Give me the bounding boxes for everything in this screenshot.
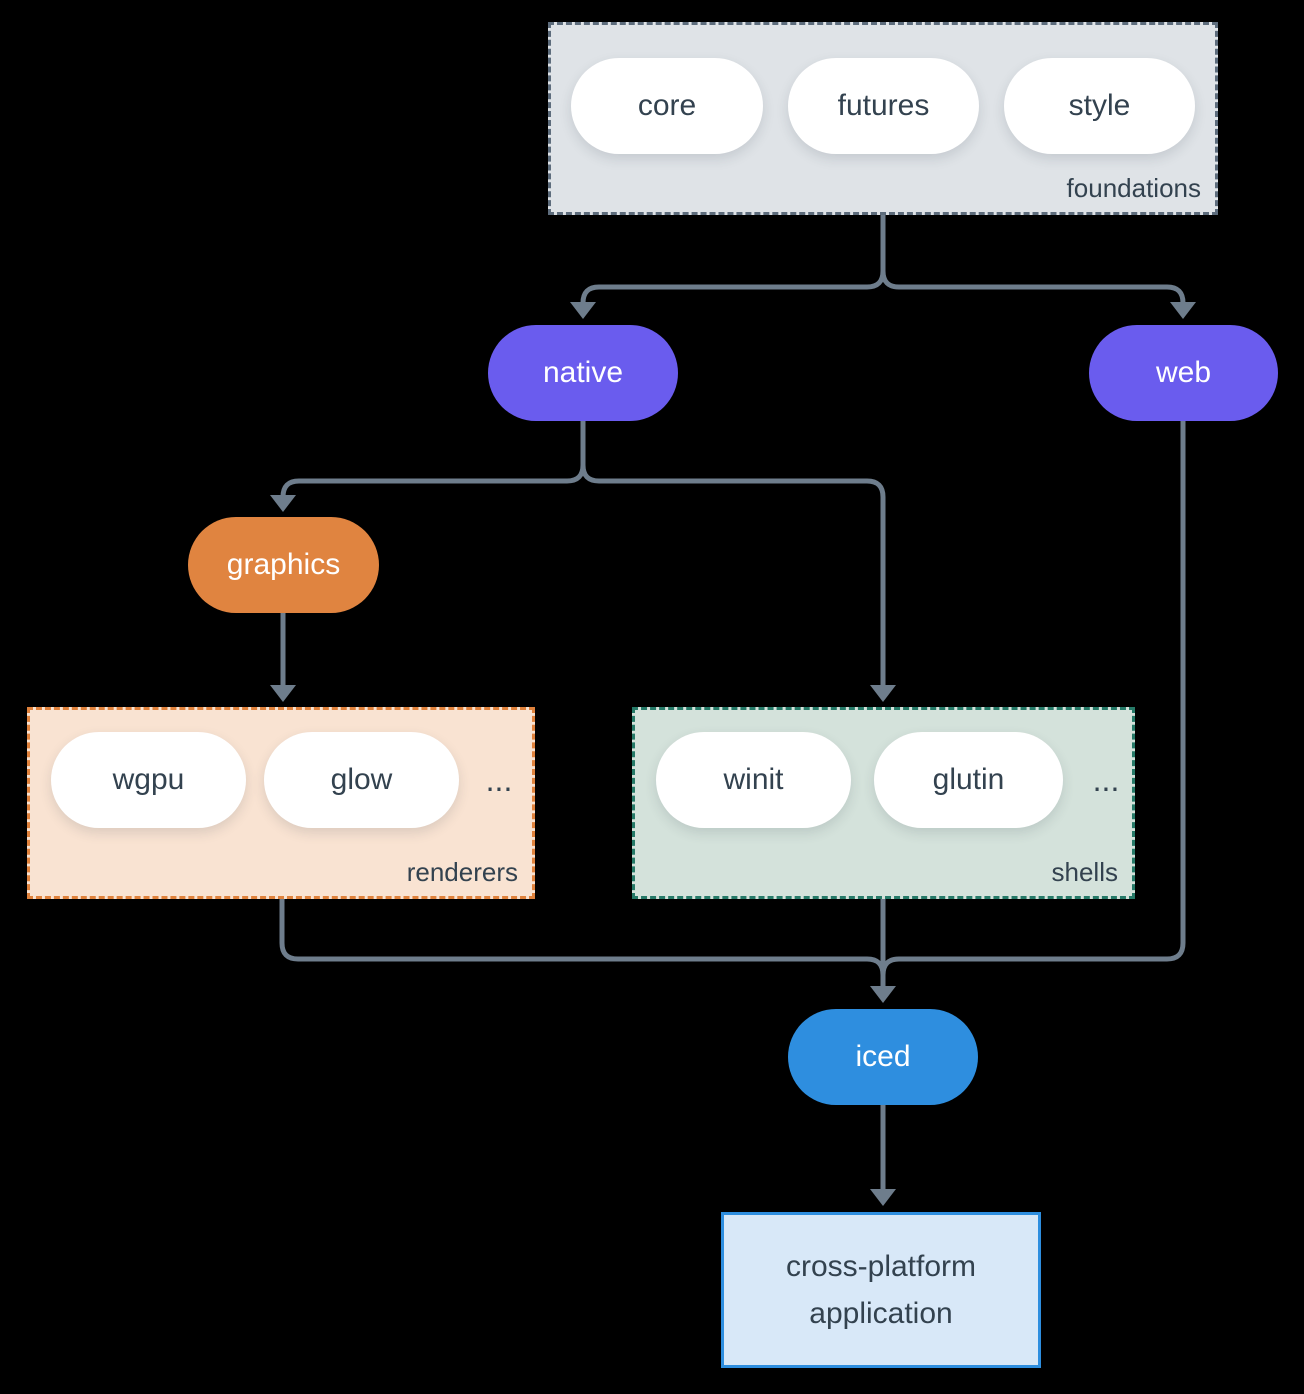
node-glutin: glutin bbox=[874, 732, 1063, 828]
node-glow: glow bbox=[264, 732, 459, 828]
arrowhead-renderers bbox=[270, 685, 296, 702]
node-application: cross-platform application bbox=[721, 1212, 1041, 1368]
node-glow-label: glow bbox=[330, 763, 393, 796]
group-foundations-label: foundations bbox=[1066, 173, 1201, 203]
node-core: core bbox=[571, 58, 763, 154]
node-native-label: native bbox=[542, 356, 624, 389]
edge-shells-to-iced bbox=[870, 899, 896, 1003]
arrowhead-application bbox=[870, 1189, 896, 1206]
node-web: web bbox=[1089, 325, 1278, 421]
edge-native-to-shells bbox=[580, 421, 896, 702]
node-glutin-label: glutin bbox=[932, 763, 1005, 796]
arrowhead-shells bbox=[870, 685, 896, 702]
arrowhead-web bbox=[1170, 302, 1196, 319]
node-iced: iced bbox=[788, 1009, 978, 1105]
arrowhead-native bbox=[570, 302, 596, 319]
edge-native-to-graphics bbox=[270, 421, 586, 512]
group-renderers-label: renderers bbox=[406, 857, 518, 887]
edge-graphics-to-renderers bbox=[270, 613, 296, 702]
node-graphics: graphics bbox=[188, 517, 379, 613]
group-shells: winit glutin ... shells bbox=[632, 707, 1135, 899]
node-style: style bbox=[1004, 58, 1195, 154]
node-web-label: web bbox=[1155, 356, 1212, 389]
node-futures: futures bbox=[788, 58, 979, 154]
node-core-label: core bbox=[637, 89, 697, 122]
edge-iced-to-application bbox=[870, 1105, 896, 1206]
edge-foundations-to-native bbox=[570, 215, 886, 319]
group-shells-label: shells bbox=[1051, 857, 1118, 887]
node-winit-label: winit bbox=[723, 763, 784, 796]
node-wgpu: wgpu bbox=[51, 732, 246, 828]
node-application-line1: cross-platform bbox=[785, 1250, 977, 1283]
edge-renderers-to-iced bbox=[279, 899, 886, 976]
edge-foundations-to-web bbox=[880, 215, 1196, 319]
group-renderers: wgpu glow ... renderers bbox=[27, 707, 535, 899]
node-style-label: style bbox=[1068, 89, 1131, 122]
group-foundations: core futures style foundations bbox=[548, 22, 1218, 215]
renderers-ellipsis: ... bbox=[485, 761, 513, 798]
node-futures-label: futures bbox=[837, 89, 930, 122]
arrowhead-iced bbox=[870, 986, 896, 1003]
node-wgpu-label: wgpu bbox=[112, 763, 185, 796]
shells-ellipsis: ... bbox=[1092, 761, 1120, 798]
node-iced-label: iced bbox=[855, 1040, 911, 1073]
node-winit: winit bbox=[656, 732, 851, 828]
node-graphics-label: graphics bbox=[226, 548, 341, 581]
arrowhead-graphics bbox=[270, 495, 296, 512]
node-application-line2: application bbox=[809, 1297, 953, 1330]
node-native: native bbox=[488, 325, 678, 421]
